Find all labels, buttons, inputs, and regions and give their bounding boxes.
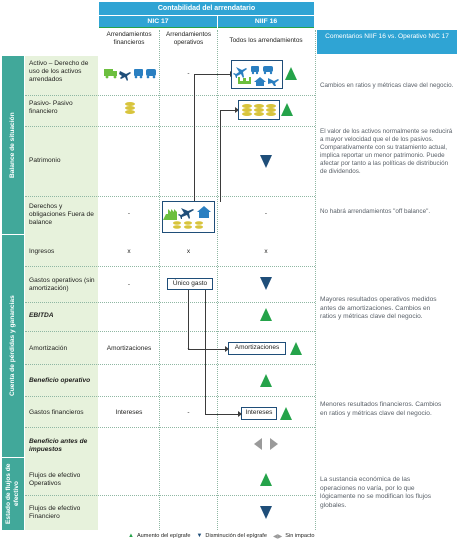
comment-flujos: La sustancia económica de las operacione… — [320, 476, 432, 509]
row-divider — [25, 427, 315, 428]
row-divider — [25, 196, 315, 197]
cell-gastosfin-operativos: - — [187, 409, 190, 416]
up-arrow-icon — [290, 342, 302, 355]
row-divider — [25, 95, 315, 96]
up-arrow-icon — [260, 308, 272, 321]
row-label-derechos: Derechos y obligaciones Fuera de balance — [29, 203, 94, 227]
row-divider — [25, 266, 315, 267]
pasivo-financieros-coins — [122, 100, 138, 116]
header-title: Contabilidad del arrendatario — [99, 2, 314, 15]
row-label-patrimonio: Patrimonio — [29, 157, 61, 164]
col-divider — [159, 30, 160, 530]
pasivo-niif16-icons — [238, 100, 280, 120]
intereses-box: Intereses — [241, 407, 277, 420]
row-label-ebitda: EBITDA — [29, 312, 54, 319]
section-label-balance: Balance de situación — [9, 112, 16, 178]
legend-up-icon: ▲ — [128, 533, 134, 539]
activo-operativos-icons — [102, 64, 158, 84]
leased-assets-icon — [233, 66, 279, 86]
up-arrow-icon — [260, 374, 272, 387]
row-divider — [25, 364, 315, 365]
up-arrow-icon — [260, 473, 272, 486]
cell-ingresos-financieros: x — [127, 248, 131, 255]
row-label-flujos-fin: Flujos de efectivo Financiero — [29, 505, 81, 521]
row-divider — [25, 302, 315, 303]
no-impact-right-icon — [270, 438, 278, 450]
legend-up-label: Aumento del epígrafe — [136, 533, 191, 539]
section-band-cuenta: Cuenta de pérdidas y ganancias — [2, 235, 24, 457]
row-label-gastos-op: Gastos operativos (sin amortización) — [29, 277, 95, 293]
col-comentarios: Comentarios NIIF 16 vs. Operativo NIC 17 — [317, 30, 457, 54]
legend-none-icon: ◀▶ — [272, 533, 283, 540]
legend-down-label: Disminución del epígrafe — [205, 533, 267, 539]
down-arrow-icon — [260, 277, 272, 290]
up-arrow-icon — [280, 407, 292, 420]
cell-activo-operativos: - — [187, 70, 190, 77]
unico-gasto-box: Único gasto — [167, 278, 213, 290]
col-divider — [217, 30, 218, 530]
cell-derechos-financieros: - — [127, 210, 131, 217]
cell-gastosop-financieros: - — [127, 281, 131, 288]
down-arrow-icon — [260, 506, 272, 519]
legend-none-label: Sin impacto — [285, 533, 315, 539]
amortizaciones-box: Amortizaciones — [228, 342, 286, 355]
section-label-cuenta: Cuenta de pérdidas y ganancias — [9, 295, 16, 397]
header-nic17: NIC 17 — [99, 16, 217, 27]
col-operativos: Arrendamientos operativos — [165, 31, 212, 46]
up-arrow-icon — [285, 67, 297, 80]
activo-niif16-icons — [231, 60, 283, 89]
off-balance-assets-icon — [163, 206, 211, 229]
row-label-beneficio-op: Beneficio operativo — [29, 377, 91, 384]
col-financieros: Arrendamientos financieros — [106, 31, 152, 46]
section-label-flujos: Estado de flujos de efectivo — [5, 463, 20, 525]
row-label-gastos-fin: Gastos financieros — [29, 409, 84, 416]
comment-patrimonio: El valor de los activos normalmente se r… — [320, 128, 453, 176]
cell-ingresos-operativos: x — [186, 248, 191, 255]
connector-line — [220, 110, 221, 202]
no-impact-left-icon — [254, 438, 262, 450]
row-label-activo: Activo – Derecho de uso de los activos a… — [29, 60, 89, 84]
row-label-column — [25, 56, 98, 530]
row-label-pasivo: Pasivo- Pasivo financiero — [29, 100, 73, 116]
legend: ▲ Aumento del epígrafe ▼ Disminución del… — [128, 532, 368, 540]
connector-line — [194, 74, 195, 202]
col-todos: Todos los arrendamientos — [229, 37, 303, 44]
cell-amortizacion-financieros: Amortizaciones — [106, 345, 152, 352]
row-label-ingresos: Ingresos — [29, 248, 55, 255]
coins-icon — [242, 104, 276, 116]
cell-gastosfin-financieros: Intereses — [115, 409, 143, 416]
row-divider — [25, 396, 315, 397]
up-arrow-icon — [281, 103, 293, 116]
connector-line — [194, 74, 230, 75]
connector-line — [188, 349, 226, 350]
col-divider — [315, 30, 316, 530]
connector-line — [205, 290, 206, 414]
comment-gastos-op: Mayores resultados operativos medidos an… — [320, 296, 437, 321]
vehicles-icon — [104, 69, 156, 81]
section-band-flujos: Estado de flujos de efectivo — [2, 458, 24, 530]
coin-stack-icon — [125, 102, 135, 114]
cell-derechos-niif16: - — [264, 210, 268, 217]
down-arrow-icon — [260, 155, 272, 168]
comment-gastos-fin: Menores resultados financieros. Cambios … — [320, 401, 442, 417]
header-nic17-underline — [99, 27, 217, 28]
row-label-flujos-op: Flujos de efectivo Operativos — [29, 472, 81, 488]
connector-line — [220, 110, 236, 111]
row-divider — [25, 126, 315, 127]
connector-line — [205, 414, 239, 415]
legend-down-icon: ▼ — [196, 533, 203, 539]
comment-activo: Cambios en ratios y métricas clave del n… — [320, 82, 454, 89]
cell-ingresos-niif16: x — [264, 248, 268, 255]
row-label-amortizacion: Amortización — [29, 345, 68, 352]
derechos-operativos-icons — [162, 201, 215, 233]
connector-line — [188, 290, 189, 349]
row-divider — [25, 331, 315, 332]
header-niif16-underline — [218, 27, 314, 28]
row-divider — [25, 495, 315, 496]
section-band-balance: Balance de situación — [2, 56, 24, 234]
comment-derechos: No habrá arrendamientos "off balance". — [320, 208, 431, 215]
row-label-beneficio-ai: Beneficio antes de impuestos — [29, 438, 88, 454]
header-niif16: NIIF 16 — [218, 16, 314, 27]
